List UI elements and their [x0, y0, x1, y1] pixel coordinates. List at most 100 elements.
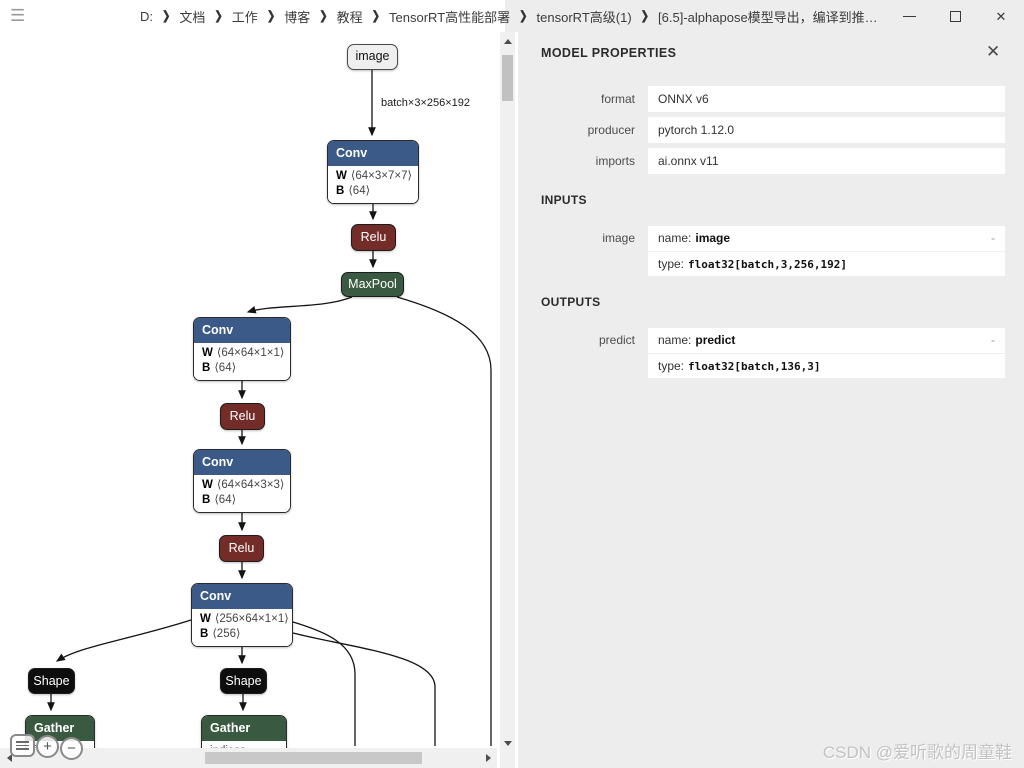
breadcrumb-item[interactable]: 教程: [336, 9, 363, 25]
breadcrumb: D: ❯ 文档 ❯ 工作 ❯ 博客 ❯ 教程 ❯ TensorRT高性能部署 ❯…: [140, 0, 878, 32]
chevron-right-icon: ❯: [266, 9, 276, 23]
close-window-button[interactable]: ✕: [978, 0, 1024, 32]
graph-menu-button[interactable]: [10, 734, 35, 757]
node-title: Conv: [192, 584, 292, 609]
vertical-scrollbar[interactable]: [500, 32, 515, 768]
graph-node-relu1[interactable]: Relu: [351, 224, 396, 251]
io-type-line: type: float32[batch,3,256,192]: [648, 251, 1005, 276]
minimize-icon: [902, 15, 916, 17]
horizontal-scrollbar-thumb[interactable]: [205, 752, 422, 764]
graph-node-relu2[interactable]: Relu: [220, 403, 265, 430]
graph-node-shape1[interactable]: Shape: [28, 668, 75, 694]
chevron-right-icon: ❯: [640, 9, 650, 23]
param-value: ⟨64⟩: [214, 362, 237, 374]
node-title: Conv: [194, 450, 290, 475]
param-key: B: [336, 185, 345, 197]
list-icon: [16, 748, 29, 750]
triangle-right-icon: [485, 754, 491, 762]
triangle-down-icon: [503, 740, 512, 746]
property-value[interactable]: ai.onnx v11: [648, 148, 1005, 174]
property-label: imports: [595, 154, 635, 168]
io-name-line: name: predict -: [648, 328, 1005, 353]
param-value: ⟨64×64×1×1⟩: [216, 347, 285, 359]
scroll-up-button[interactable]: [500, 34, 515, 48]
io-name-line: name: image -: [648, 226, 1005, 251]
breadcrumb-item[interactable]: 博客: [284, 9, 311, 25]
triangle-left-icon: [6, 754, 12, 762]
chevron-right-icon: ❯: [214, 9, 223, 23]
graph-node-shape2[interactable]: Shape: [220, 668, 267, 694]
hamburger-menu-icon[interactable]: ☰: [10, 6, 26, 25]
list-icon: [16, 744, 29, 747]
graph-zoom-controls: + −: [10, 734, 83, 760]
breadcrumb-item[interactable]: D:: [140, 8, 153, 24]
node-title: Conv: [194, 318, 290, 343]
model-properties-panel: MODEL PROPERTIES ✕ format ONNX v6 produc…: [518, 32, 1024, 768]
breadcrumb-item[interactable]: 工作: [231, 9, 258, 25]
node-title: Conv: [328, 141, 418, 166]
param-value: ⟨64×3×7×7⟩: [350, 170, 412, 182]
chevron-right-icon: ❯: [519, 9, 528, 23]
property-row-format: format ONNX v6: [518, 86, 1005, 112]
vertical-scrollbar-thumb[interactable]: [502, 55, 513, 101]
collapse-toggle[interactable]: -: [991, 231, 995, 245]
node-params: W⟨64×64×3×3⟩ B⟨64⟩: [194, 475, 290, 512]
panel-title: MODEL PROPERTIES: [541, 46, 677, 60]
triangle-up-icon: [503, 38, 512, 44]
node-title: Gather: [26, 716, 94, 741]
param-key: W: [336, 170, 347, 182]
edge-tensor-label: batch×3×256×192: [381, 97, 471, 109]
property-row-producer: producer pytorch 1.12.0: [518, 117, 1005, 143]
node-params: W⟨64×64×1×1⟩ B⟨64⟩: [194, 343, 290, 380]
scroll-left-button[interactable]: [2, 751, 16, 765]
param-value: ⟨256⟩: [212, 628, 241, 640]
param-key: B: [202, 494, 211, 506]
breadcrumb-item[interactable]: TensorRT高性能部署: [389, 9, 511, 25]
minimize-button[interactable]: [886, 0, 932, 32]
param-value: ⟨64⟩: [348, 185, 371, 197]
close-icon: ✕: [995, 8, 1007, 24]
graph-node-image-input[interactable]: image: [347, 44, 398, 70]
scroll-down-button[interactable]: [500, 736, 515, 750]
graph-node-conv3[interactable]: Conv W⟨64×64×3×3⟩ B⟨64⟩: [193, 449, 291, 513]
io-detail-box: name: predict - type: float32[batch,136,…: [648, 328, 1005, 378]
graph-node-conv4[interactable]: Conv W⟨256×64×1×1⟩ B⟨256⟩: [191, 583, 293, 647]
zoom-out-button[interactable]: −: [60, 737, 83, 760]
graph-node-relu3[interactable]: Relu: [219, 535, 264, 562]
io-name-value: image: [695, 231, 731, 245]
io-name-key: name:: [658, 231, 692, 245]
io-label: image: [602, 231, 635, 245]
param-value: ⟨64×64×3×3⟩: [216, 479, 285, 491]
property-value[interactable]: ONNX v6: [648, 86, 1005, 112]
collapse-toggle[interactable]: -: [991, 333, 995, 347]
chevron-right-icon: ❯: [371, 9, 381, 23]
breadcrumb-item[interactable]: 文档: [179, 9, 206, 25]
io-type-value: float32[batch,136,3]: [688, 360, 821, 373]
property-row-imports: imports ai.onnx v11: [518, 148, 1005, 174]
param-key: B: [200, 628, 209, 640]
output-row-predict: predict name: predict - type: float32[ba…: [518, 328, 1005, 378]
graph-node-conv2[interactable]: Conv W⟨64×64×1×1⟩ B⟨64⟩: [193, 317, 291, 381]
inputs-section-header: INPUTS: [541, 193, 587, 207]
graph-node-maxpool[interactable]: MaxPool: [341, 272, 404, 297]
breadcrumb-item[interactable]: tensorRT高级(1): [536, 9, 632, 25]
property-value[interactable]: pytorch 1.12.0: [648, 117, 1005, 143]
horizontal-scrollbar[interactable]: [0, 748, 497, 768]
chevron-right-icon: ❯: [162, 9, 171, 23]
node-title: Gather: [202, 716, 286, 741]
list-icon: [16, 741, 29, 743]
graph-node-conv1[interactable]: Conv W⟨64×3×7×7⟩ B⟨64⟩: [327, 140, 419, 204]
panel-close-button[interactable]: ✕: [986, 42, 1001, 61]
window-controls: ✕: [886, 0, 1024, 32]
model-graph-canvas[interactable]: batch×3×256×192 image Conv W⟨64×3×7×7⟩ B…: [0, 32, 500, 768]
scroll-right-button[interactable]: [481, 751, 495, 765]
maximize-button[interactable]: [932, 0, 978, 32]
zoom-in-button[interactable]: +: [36, 735, 59, 758]
outputs-section-header: OUTPUTS: [541, 295, 601, 309]
maximize-icon: [949, 10, 961, 22]
property-label: format: [600, 92, 635, 106]
input-row-image: image name: image - type: float32[batch,…: [518, 226, 1005, 276]
io-label: predict: [598, 333, 635, 347]
io-type-key: type:: [658, 359, 685, 373]
breadcrumb-item[interactable]: [6.5]-alphapose模型导出，编译到推…: [658, 9, 878, 25]
